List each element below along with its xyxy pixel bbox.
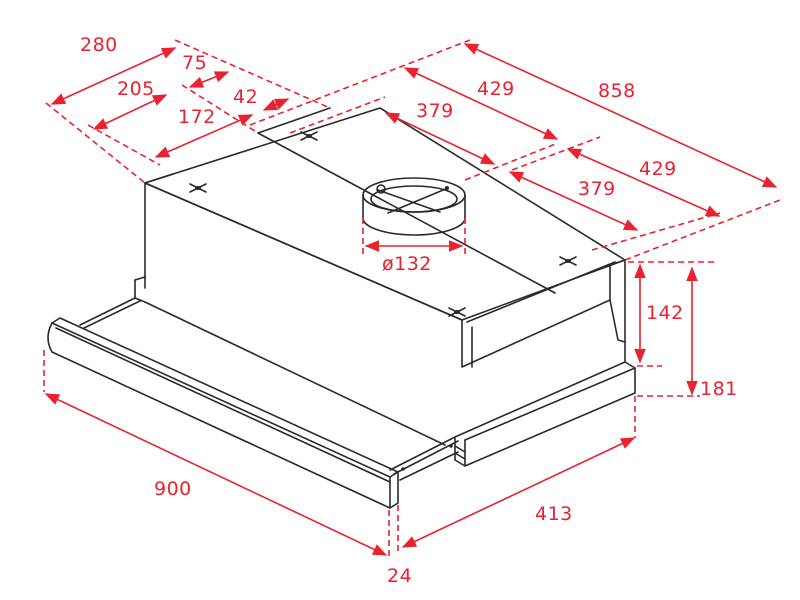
telescopic-drawer bbox=[79, 276, 459, 481]
dim-arrow-75 bbox=[188, 71, 230, 88]
air-outlet-collar bbox=[362, 177, 466, 236]
dim-label-280: 280 bbox=[80, 34, 118, 56]
dim-arrow-205 bbox=[92, 94, 168, 130]
screw-mark-icon bbox=[189, 183, 207, 193]
dim-arrow-413 bbox=[401, 437, 636, 548]
screw-mark-icon bbox=[300, 131, 318, 141]
screw-mark-icon bbox=[448, 307, 466, 317]
hood-body bbox=[144, 107, 636, 467]
dim-arrow-900 bbox=[44, 393, 388, 556]
screw-mark-icon bbox=[559, 256, 577, 266]
dim-label-429-top: 429 bbox=[477, 78, 515, 100]
dim-label-diameter-132: ø132 bbox=[382, 253, 432, 275]
dim-arrow-42 bbox=[262, 98, 290, 111]
dim-label-413: 413 bbox=[535, 503, 573, 525]
dim-label-181: 181 bbox=[700, 378, 738, 400]
front-trim-panel bbox=[47, 317, 399, 509]
dim-label-379-top: 379 bbox=[416, 100, 454, 122]
dim-label-42: 42 bbox=[233, 86, 259, 108]
dim-label-172: 172 bbox=[178, 106, 216, 128]
dim-arrow-429-bottom bbox=[566, 148, 721, 217]
dim-arrow-280 bbox=[50, 47, 177, 105]
dim-arrow-379-bottom bbox=[508, 171, 639, 231]
mounting-screw-marks bbox=[189, 131, 577, 317]
dim-arrow-429-top bbox=[403, 67, 559, 140]
dim-label-858: 858 bbox=[598, 80, 636, 102]
dimension-arrows bbox=[44, 43, 778, 556]
dim-label-379-bottom: 379 bbox=[578, 178, 616, 200]
dim-label-75: 75 bbox=[182, 52, 208, 74]
dim-label-205: 205 bbox=[117, 78, 155, 100]
dim-arrow-172 bbox=[154, 114, 254, 158]
dim-arrow-858 bbox=[463, 43, 778, 188]
dim-label-900: 900 bbox=[154, 478, 192, 500]
dim-label-429-bottom: 429 bbox=[639, 158, 677, 180]
dim-label-142: 142 bbox=[646, 302, 684, 324]
dim-label-24: 24 bbox=[387, 565, 413, 587]
dim-arrow-379-top bbox=[384, 112, 496, 165]
